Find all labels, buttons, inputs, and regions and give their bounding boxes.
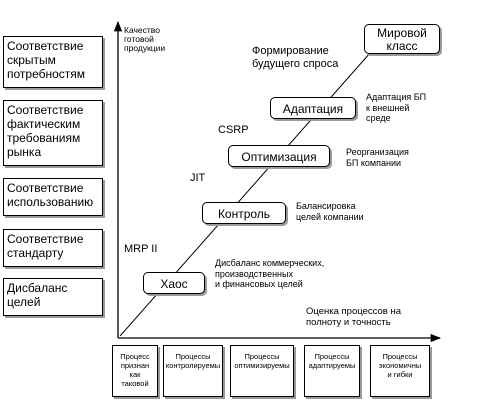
method-csrp: CSRP (218, 124, 249, 136)
stage-optimization: Оптимизация (228, 145, 330, 167)
x-axis-label: Оценка процессов на полноту и точность (306, 306, 401, 328)
stage-control: Контроль (202, 202, 286, 224)
note-adaptation: Адаптация БП к внешней среде (366, 92, 427, 123)
y-axis-label: Качество готовой продукции (124, 25, 166, 53)
method-jit: JIT (190, 172, 206, 184)
note-chaos: Дисбаланс коммерческих, производственных… (215, 258, 325, 289)
stage-chaos: Хаос (143, 272, 205, 294)
stage-world-class: Мировой класс (364, 24, 440, 54)
note-control: Балансировка целей компании (296, 201, 364, 222)
note-world-class: Формирование будущего спроса (252, 45, 339, 70)
stage-adaptation: Адаптация (270, 97, 356, 119)
method-mrp2: MRP II (124, 243, 158, 255)
note-optimization: Реорганизация БП компании (346, 147, 409, 168)
